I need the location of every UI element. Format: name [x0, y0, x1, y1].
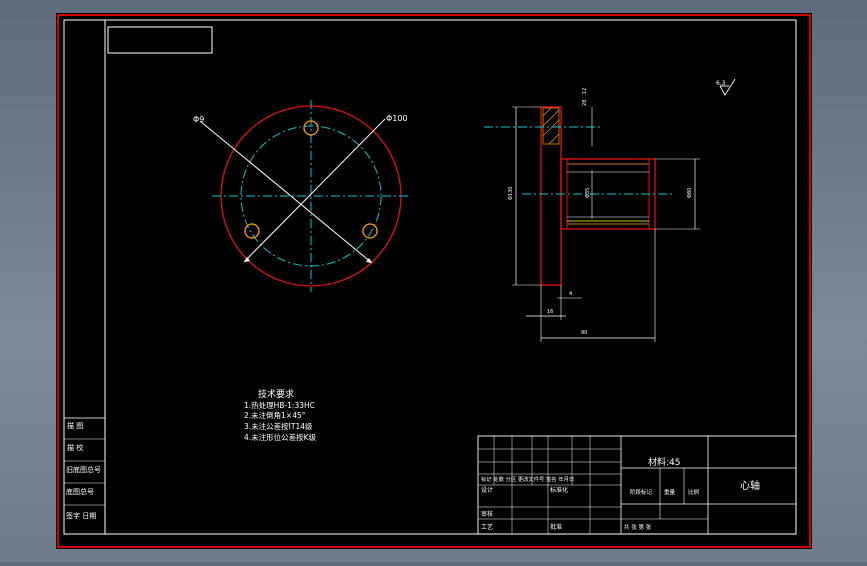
- craft-label: 工艺: [481, 523, 493, 531]
- stage-mark-label: 阶段标记: [630, 488, 653, 496]
- side-table-cell: 旧底图总号: [66, 465, 101, 474]
- sheet-background: [56, 13, 812, 549]
- dim-len-a: 16: [547, 309, 553, 315]
- tech-item: 4.未注形位公差按K级: [244, 432, 317, 442]
- hatch-line: [542, 107, 552, 117]
- reviewer-label: 审核: [481, 510, 493, 518]
- side-table-cell: 签字 日期: [66, 511, 96, 520]
- hatch-line: [542, 119, 560, 137]
- tech-requirements: 技术要求 1.热处理HB-1:33HC 2.未注倒角1×45° 3.未注公差按I…: [244, 388, 317, 442]
- title-block: 材料:45 心轴 标记 处数 分区 更改文件号 签名 年月日 设计 标准化 阶段…: [477, 435, 797, 535]
- arrow-head: [366, 258, 372, 263]
- dim-flange-dia: Φ130: [508, 187, 514, 200]
- sheets-label: 共 张 第 张: [624, 523, 652, 531]
- sheet-border: [57, 14, 811, 548]
- leader-pcd: [243, 118, 386, 263]
- roughness-symbol: 6.3: [716, 78, 736, 96]
- roughness-value: 6.3: [716, 80, 726, 87]
- bolt-hole-right: [362, 223, 378, 239]
- side-table-cell: 底图总号: [66, 487, 94, 496]
- dim-len-b: 90: [581, 330, 587, 336]
- designer-label: 设计: [481, 486, 493, 494]
- scale-label: 比例: [688, 488, 700, 496]
- dim-pcd: Φ100: [386, 114, 408, 123]
- corner-stamp-box: [107, 26, 213, 54]
- dim-hole-dia: Φ9: [193, 115, 204, 124]
- bolt-hole-left: [244, 223, 260, 239]
- material-label: 材料:45: [648, 456, 681, 468]
- bolt-hole-top: [303, 120, 319, 136]
- change-row: 标记 处数 分区 更改文件号 签名 年月日: [481, 475, 574, 483]
- part-name: 心轴: [740, 479, 760, 492]
- side-table-cell: 描 图: [67, 421, 83, 430]
- leader-hole: [199, 120, 373, 264]
- tech-title: 技术要求: [258, 388, 294, 400]
- side-table-cell: 描 校: [67, 443, 83, 452]
- side-table: 描 图 描 校 旧底图总号 底图总号 签字 日期: [63, 417, 106, 535]
- front-view[interactable]: Φ9 Φ100: [193, 100, 410, 292]
- arrow-head: [244, 257, 250, 262]
- tech-item: 2.未注倒角1×45°: [244, 410, 306, 420]
- weight-label: 重量: [664, 488, 676, 496]
- dim-shaft-dia: Φ35: [585, 188, 591, 198]
- drawing-frame: [63, 19, 797, 535]
- dim-bore-dia: Φ80: [687, 188, 693, 198]
- tech-item: 1.热处理HB-1:33HC: [244, 400, 315, 410]
- standardizer-label: 标准化: [550, 486, 568, 494]
- dim-t1: 12: [582, 88, 588, 94]
- dim-t2: 28: [582, 100, 588, 106]
- dim-len-c: 4: [569, 291, 572, 297]
- side-view[interactable]: Φ130 12 28 Φ35 Φ80 16 90 4: [484, 88, 700, 342]
- tech-item: 3.未注公差按IT14级: [244, 421, 313, 431]
- hatch-line: [548, 133, 560, 145]
- approver-label: 批准: [550, 523, 562, 531]
- hatch-line: [542, 109, 560, 127]
